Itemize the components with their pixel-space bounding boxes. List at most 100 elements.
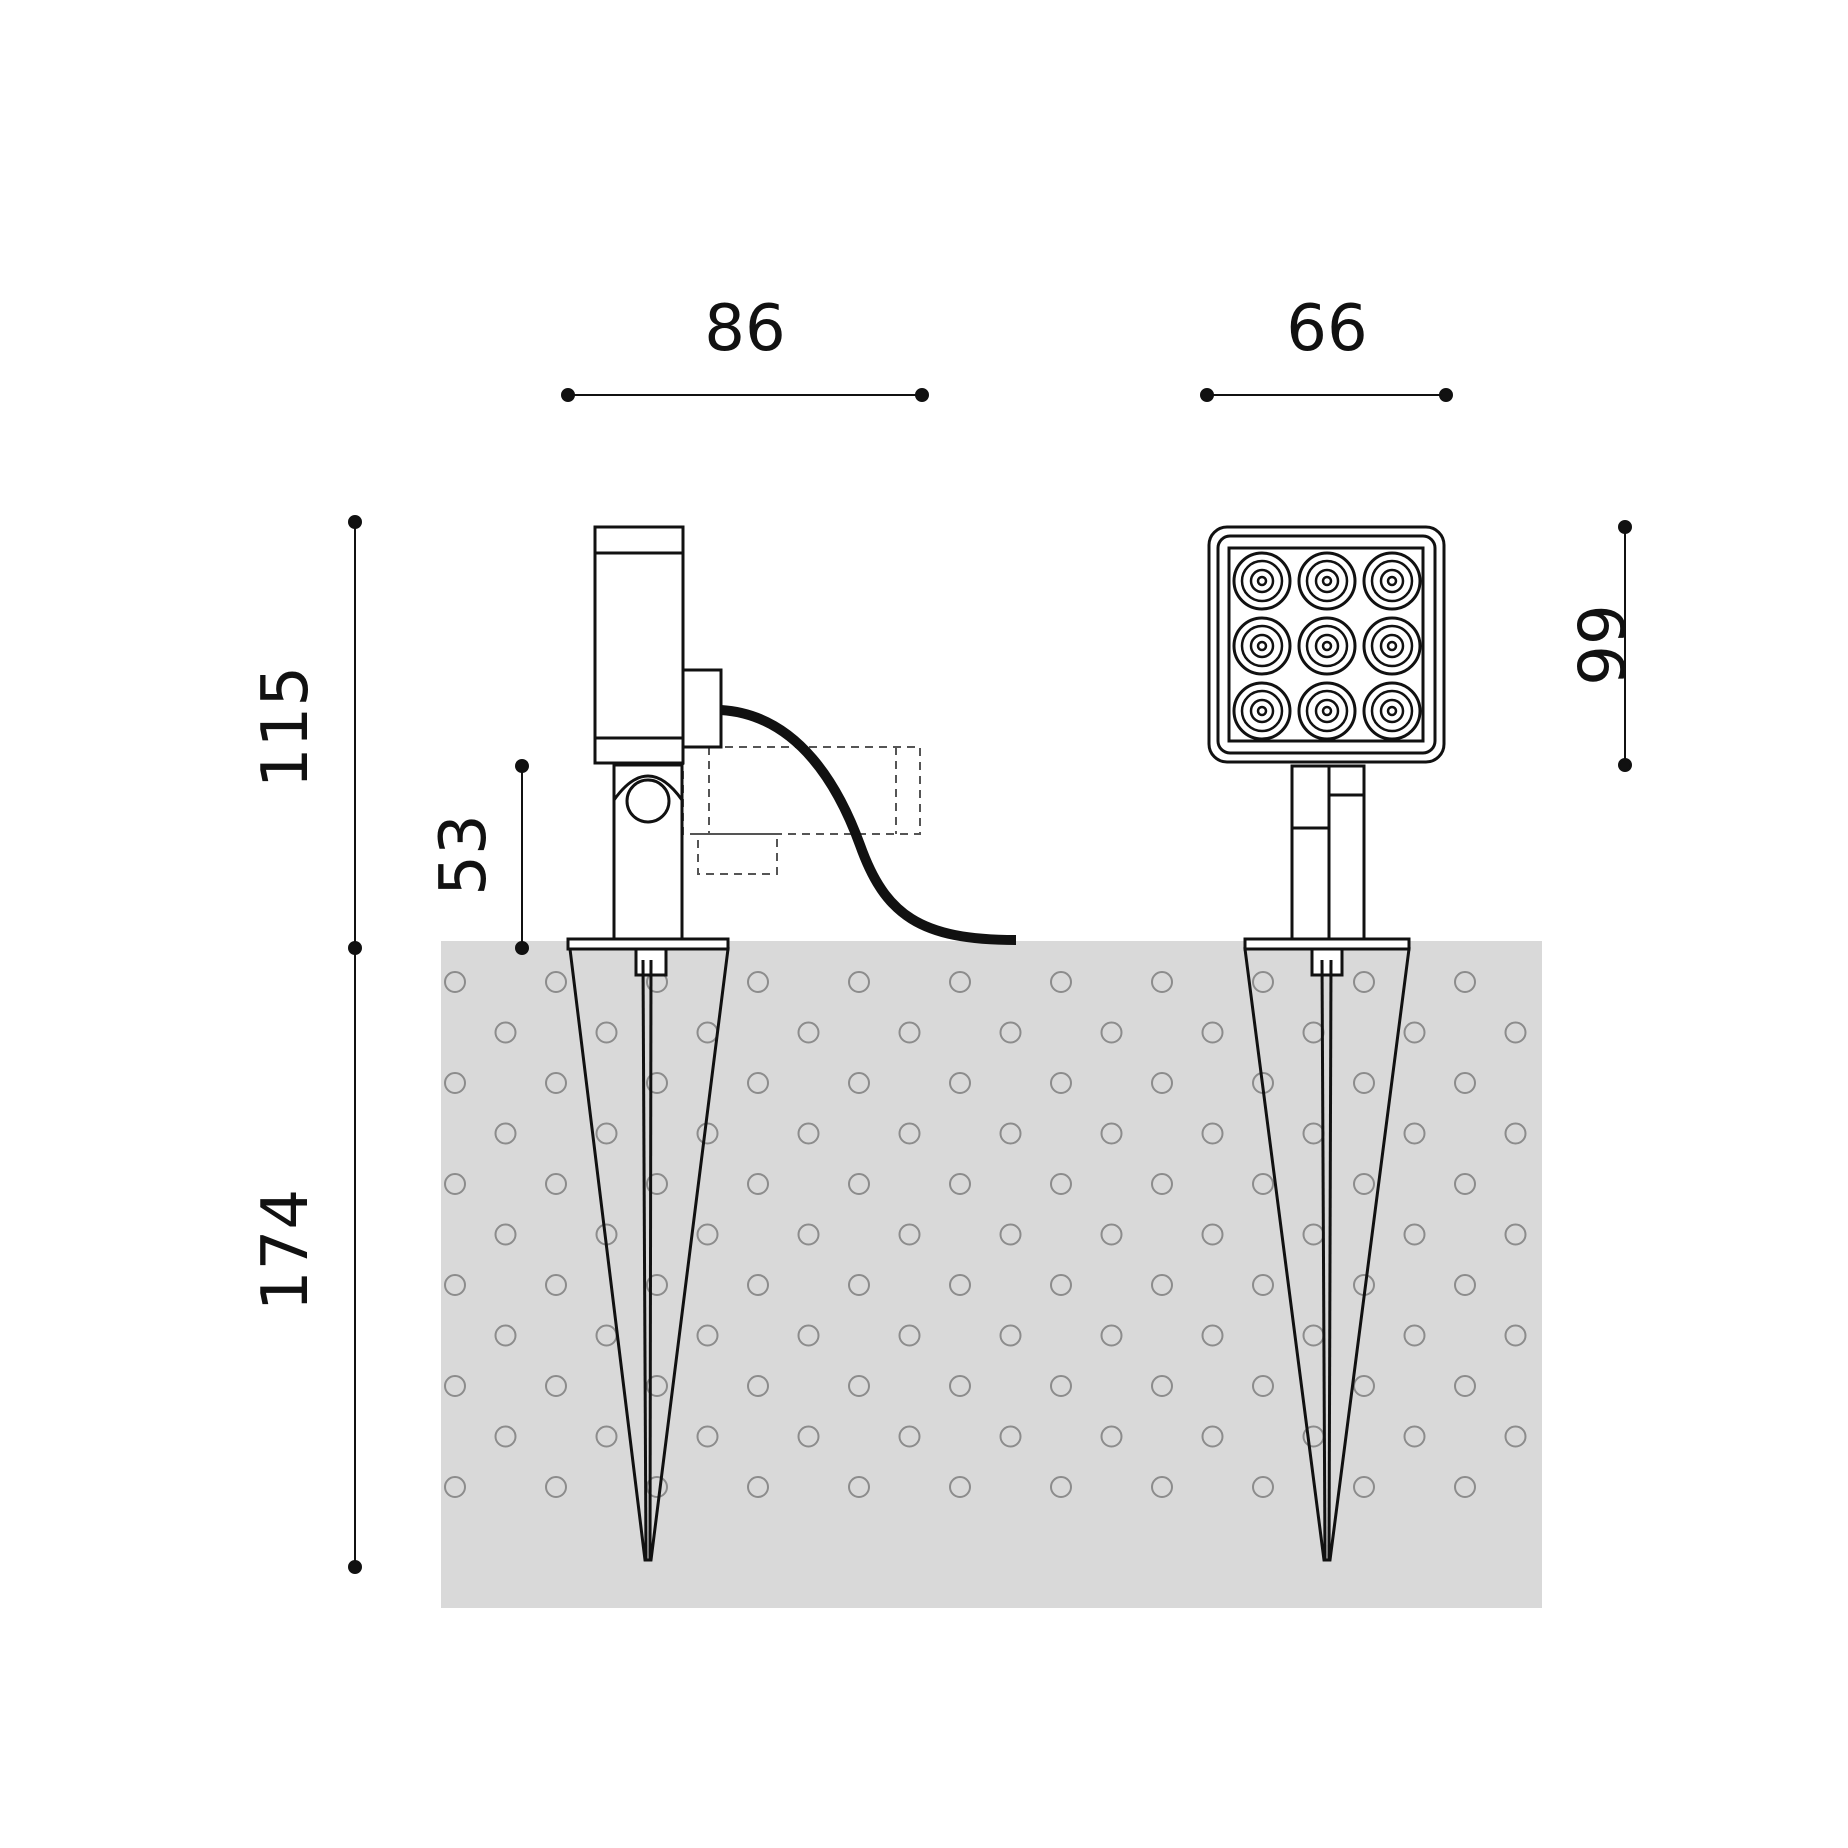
ground-dot <box>595 1425 618 1448</box>
ground-dot <box>1151 1476 1173 1498</box>
ground-dot <box>1050 1072 1072 1094</box>
ground-dot <box>1504 1122 1527 1145</box>
ground-dot <box>1201 1425 1224 1448</box>
dim-head-height <box>1618 520 1632 772</box>
ground-dot <box>1454 1476 1476 1498</box>
ground-dot <box>444 1476 466 1498</box>
ground-dot <box>1504 1425 1527 1448</box>
ground-dot <box>999 1324 1022 1347</box>
ground-dot <box>747 1173 769 1195</box>
label-total-above-ground: 115 <box>249 666 323 788</box>
ground-dot <box>898 1122 921 1145</box>
ground-dot <box>1353 1476 1375 1498</box>
ground-dot <box>949 1072 971 1094</box>
ground-dot <box>797 1021 820 1044</box>
ground-dot <box>494 1122 517 1145</box>
ground-dot <box>1252 1476 1274 1498</box>
ground-dot <box>1201 1223 1224 1246</box>
ground-dot <box>1403 1425 1426 1448</box>
ground-dot <box>1050 1173 1072 1195</box>
ground-dot <box>646 1173 668 1195</box>
led-lens <box>1362 616 1422 676</box>
ground-dot <box>1252 971 1274 993</box>
side-cable <box>720 705 1017 945</box>
ground-dot <box>444 1173 466 1195</box>
ground-dot <box>1252 1375 1274 1397</box>
ground-dot <box>1454 1072 1476 1094</box>
ground-dot <box>696 1425 719 1448</box>
label-front-width: 66 <box>1286 292 1367 366</box>
dimensions <box>348 388 1632 1574</box>
side-cable-gland <box>681 668 723 749</box>
front-head-inner <box>1216 534 1437 755</box>
ground-dot <box>545 1476 567 1498</box>
ground-dot <box>1100 1021 1123 1044</box>
led-lens <box>1297 616 1357 676</box>
ground-dot <box>949 1375 971 1397</box>
ground-dot <box>1252 1274 1274 1296</box>
ground-dot <box>898 1324 921 1347</box>
ground-dot <box>1353 1173 1375 1195</box>
dim-side-width <box>561 388 929 402</box>
ground-dot <box>494 1425 517 1448</box>
ground-dot <box>848 1476 870 1498</box>
ground-dot <box>898 1021 921 1044</box>
ground-dot <box>797 1223 820 1246</box>
led-lens <box>1362 681 1422 741</box>
front-stem-left <box>1290 764 1331 945</box>
ground-dot-pattern <box>444 971 1527 1498</box>
ground-dot <box>1100 1324 1123 1347</box>
ground-dot <box>545 1274 567 1296</box>
led-lens <box>1362 551 1422 611</box>
led-lens <box>1297 681 1357 741</box>
ground <box>441 941 1542 1608</box>
ground-dot <box>1050 1476 1072 1498</box>
ground-dot <box>1504 1223 1527 1246</box>
ground-dot <box>1201 1324 1224 1347</box>
ground-dot <box>545 1173 567 1195</box>
side-view <box>566 525 1017 1562</box>
ground-dot <box>999 1122 1022 1145</box>
ground-dot <box>1201 1122 1224 1145</box>
ground-dot <box>444 1375 466 1397</box>
ground-dot <box>1454 971 1476 993</box>
ground-dot <box>999 1425 1022 1448</box>
ground-dot <box>949 971 971 993</box>
ground-dot <box>747 1375 769 1397</box>
ground-dot <box>1050 971 1072 993</box>
ground-dot <box>646 1375 668 1397</box>
ground-dot <box>595 1021 618 1044</box>
ground-dot <box>949 1274 971 1296</box>
ground-dot <box>1403 1021 1426 1044</box>
ground-dot <box>595 1122 618 1145</box>
ground-dot <box>898 1425 921 1448</box>
ground-dot <box>747 1274 769 1296</box>
ground-dot <box>999 1021 1022 1044</box>
ground-dot <box>1454 1375 1476 1397</box>
tilted-position-outline <box>682 746 921 875</box>
ground-dot <box>1504 1324 1527 1347</box>
ground-dot <box>494 1021 517 1044</box>
ground-dot <box>444 1274 466 1296</box>
ground-dot <box>1151 1173 1173 1195</box>
front-view <box>1207 525 1446 1562</box>
ground-dot <box>949 1476 971 1498</box>
ground-dot <box>848 1274 870 1296</box>
label-head-height: 66 <box>1562 604 1636 685</box>
front-stem-right <box>1327 764 1366 945</box>
ground-dot <box>999 1223 1022 1246</box>
ground-area <box>441 941 1542 1608</box>
label-pivot-height: 53 <box>427 814 501 895</box>
ground-dot <box>444 1072 466 1094</box>
led-lens <box>1232 616 1292 676</box>
led-lens <box>1232 551 1292 611</box>
ground-dot <box>1050 1274 1072 1296</box>
ground-dot <box>1403 1223 1426 1246</box>
ground-dot <box>848 1072 870 1094</box>
ground-dot <box>797 1122 820 1145</box>
ground-dot <box>898 1223 921 1246</box>
led-lens <box>1232 681 1292 741</box>
ground-dot <box>1100 1223 1123 1246</box>
dim-left-vertical <box>348 515 362 1574</box>
